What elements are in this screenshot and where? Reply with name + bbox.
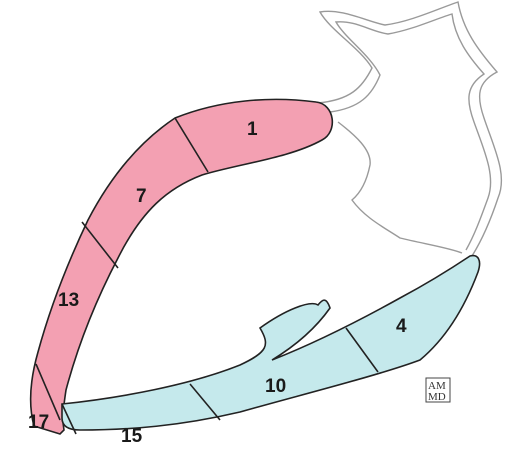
segment-label-1: 1 <box>247 119 258 140</box>
inferior-wall-shape <box>62 256 480 430</box>
aorta-inner-line <box>330 14 491 250</box>
segment-label-13: 13 <box>58 290 79 311</box>
mitral-inner-line <box>338 122 462 253</box>
inferior-wall <box>62 256 480 434</box>
aorta-outer-line <box>318 2 501 256</box>
ammd-logo-line2: MD <box>428 391 446 403</box>
segment-label-17: 17 <box>28 412 49 433</box>
ammd-logo: AM MD <box>426 378 450 403</box>
segment-label-10: 10 <box>265 376 286 397</box>
segment-label-15: 15 <box>121 426 143 447</box>
segment-label-7: 7 <box>136 186 147 207</box>
segment-label-4: 4 <box>396 316 407 337</box>
aorta-outline <box>318 2 501 256</box>
